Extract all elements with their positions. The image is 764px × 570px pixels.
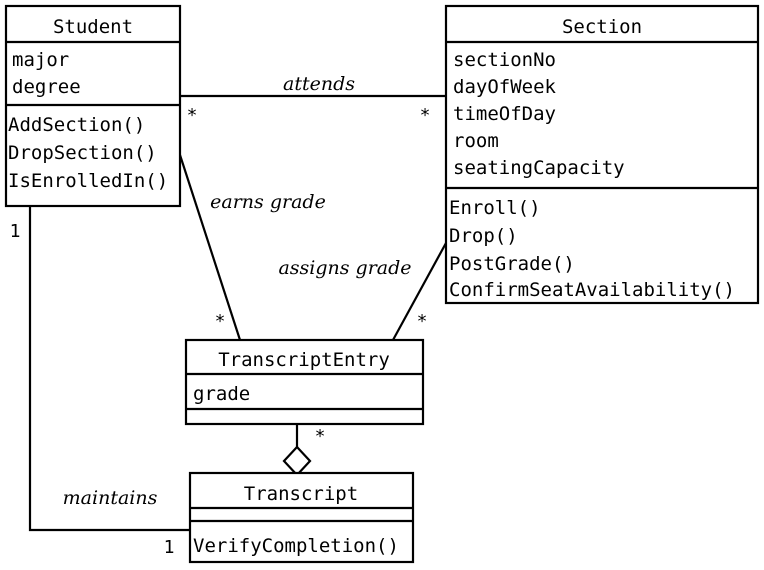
- class-box-student[interactable]: Student major degree AddSection() DropSe…: [4, 4, 182, 208]
- student-class-name: Student: [53, 16, 133, 38]
- association-aggregation: [282, 424, 312, 477]
- label-earns-grade: earns grade: [210, 191, 326, 213]
- transcriptentry-attribute-grade: grade: [193, 383, 250, 405]
- multiplicity-aggregation-transcriptentry: *: [315, 426, 326, 447]
- section-box-outline: [444, 4, 760, 305]
- student-attribute-degree: degree: [12, 76, 81, 98]
- association-assigns-grade: [392, 242, 447, 341]
- association-maintains: [28, 206, 190, 532]
- student-operation-addsection: AddSection(): [8, 114, 145, 136]
- student-operation-dropsection: DropSection(): [8, 142, 157, 164]
- multiplicity-attends-student: *: [187, 105, 198, 126]
- multiplicity-earns-transcriptentry: *: [215, 311, 226, 332]
- association-earns-grade: [178, 154, 242, 341]
- label-attends: attends: [283, 73, 355, 95]
- multiplicity-attends-section: *: [420, 105, 431, 126]
- section-attribute-sectionno: sectionNo: [453, 49, 556, 71]
- assigns-grade-line: [392, 242, 447, 341]
- maintains-line: [28, 206, 190, 532]
- multiplicity-maintains-student: 1: [10, 221, 21, 242]
- class-box-section[interactable]: Section sectionNo dayOfWeek timeOfDay ro…: [444, 4, 760, 305]
- section-attribute-dayofweek: dayOfWeek: [453, 76, 557, 98]
- section-operation-drop: Drop(): [449, 225, 518, 247]
- section-operation-enroll: Enroll(): [449, 197, 541, 219]
- section-attribute-seatingcapacity: seatingCapacity: [453, 157, 625, 179]
- student-attribute-major: major: [12, 49, 69, 71]
- label-maintains: maintains: [63, 487, 158, 509]
- multiplicity-assigns-transcriptentry: *: [417, 311, 428, 332]
- section-attribute-room: room: [453, 130, 499, 152]
- transcript-class-name: Transcript: [244, 483, 358, 505]
- transcriptentry-class-name: TranscriptEntry: [218, 349, 390, 371]
- section-attribute-timeofday: timeOfDay: [453, 103, 556, 125]
- transcript-box-outline: [188, 471, 415, 564]
- multiplicity-maintains-transcript: 1: [164, 537, 175, 558]
- class-box-transcriptentry[interactable]: TranscriptEntry grade: [184, 338, 425, 426]
- section-operation-confirmseatavailability: ConfirmSeatAvailability(): [449, 279, 735, 301]
- student-operation-isenrolledin: IsEnrolledIn(): [8, 170, 168, 192]
- section-class-name: Section: [562, 16, 642, 38]
- aggregation-diamond-icon: [282, 445, 312, 477]
- earns-grade-line: [178, 154, 242, 341]
- class-box-transcript[interactable]: Transcript VerifyCompletion(): [188, 471, 415, 564]
- label-assigns-grade: assigns grade: [278, 257, 411, 279]
- transcript-operation-verifycompletion: VerifyCompletion(): [193, 535, 399, 557]
- section-operation-postgrade: PostGrade(): [449, 253, 575, 275]
